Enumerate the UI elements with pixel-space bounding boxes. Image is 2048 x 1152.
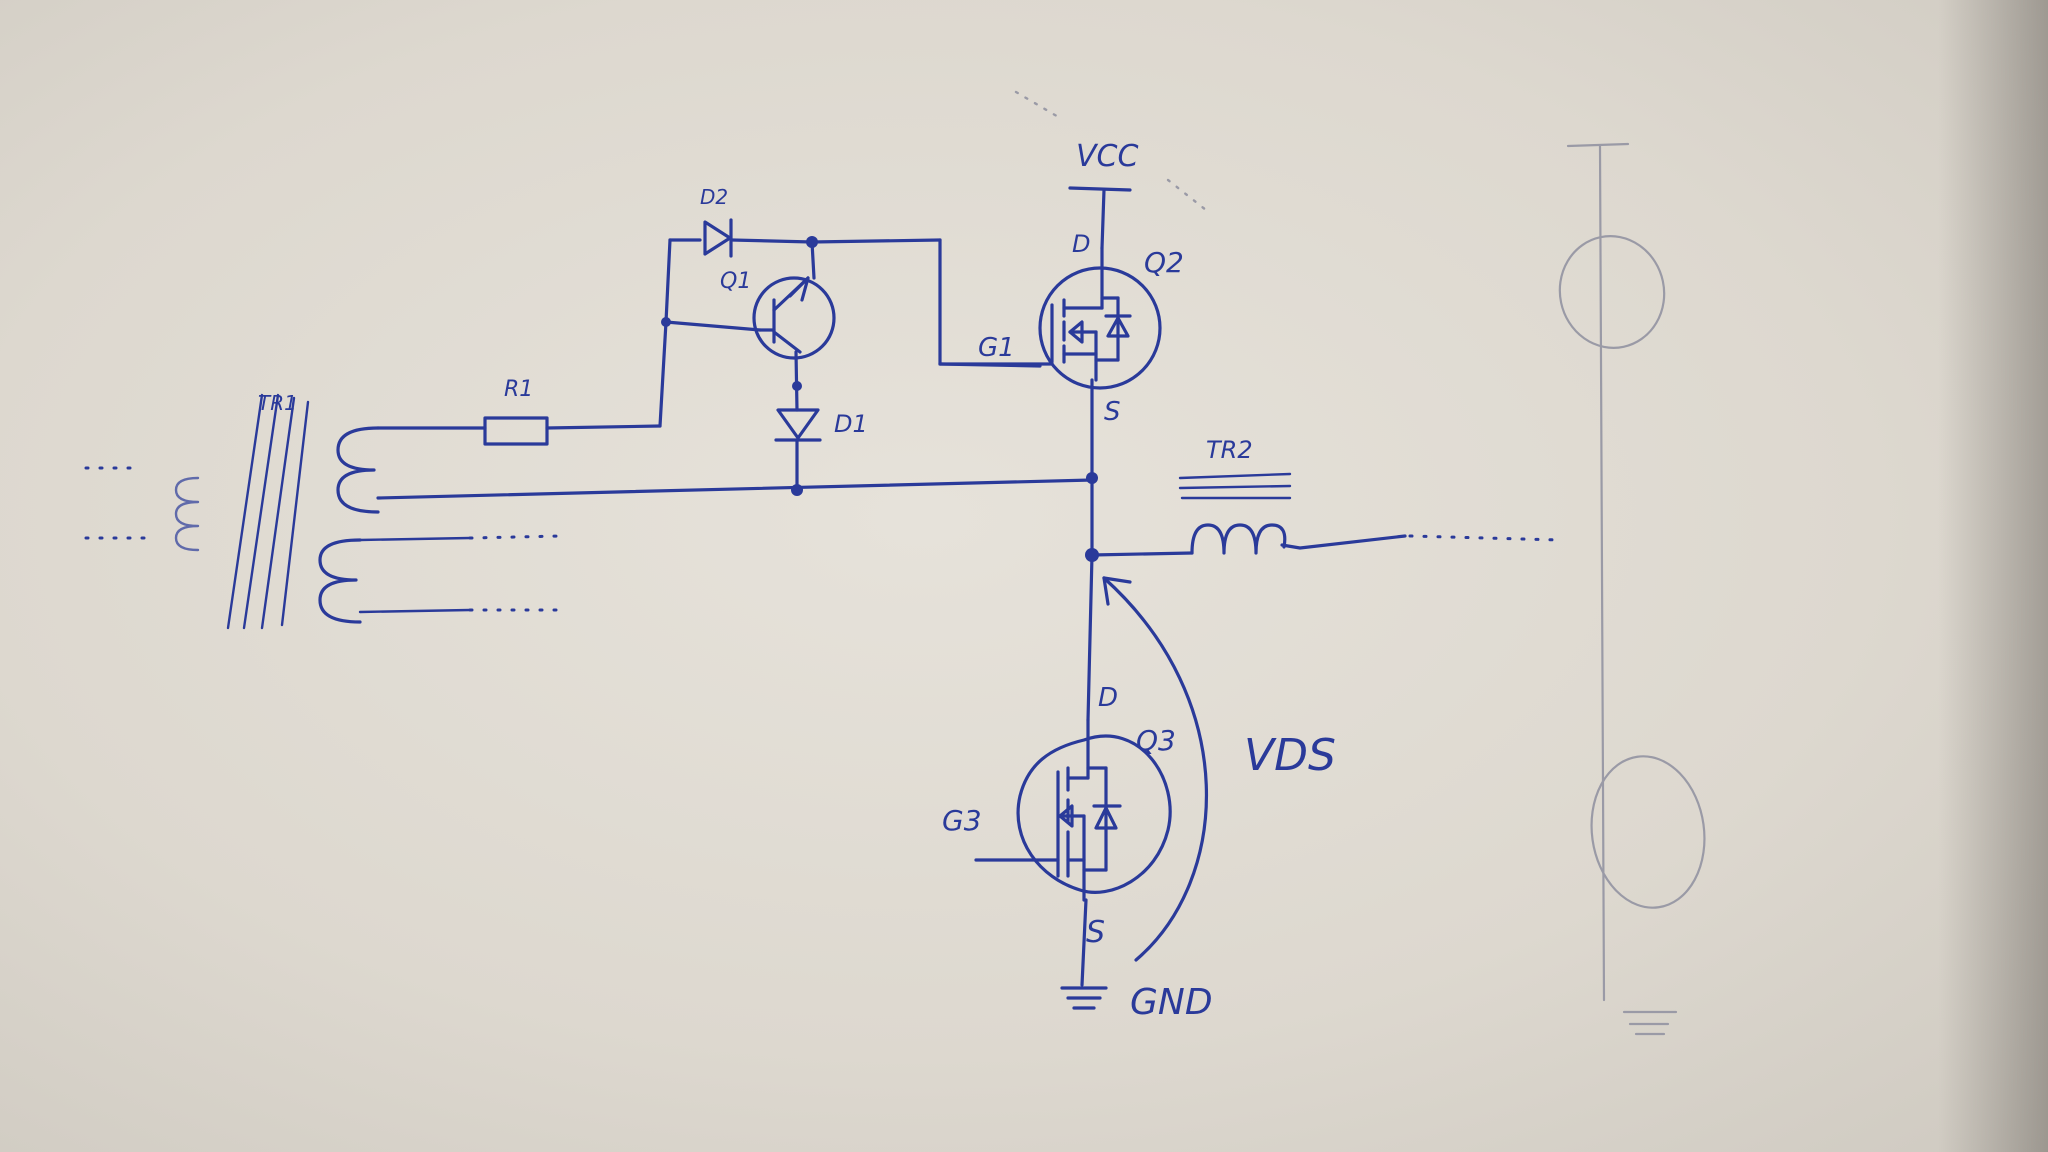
q3-source-label: S [1086, 915, 1105, 950]
vcc-label: VCC [1076, 139, 1138, 174]
gnd-symbol [1060, 986, 1108, 1010]
vds-arrow [1102, 576, 1209, 962]
d2-label: D2 [700, 185, 728, 209]
tr2-label: TR2 [1206, 436, 1253, 464]
q3-label: Q3 [1136, 724, 1176, 757]
transformer-tr1 [174, 393, 380, 630]
paper-shadow [1938, 0, 2048, 1152]
r1-label: R1 [504, 377, 533, 402]
diode-d1 [774, 408, 822, 442]
wires [376, 188, 1407, 987]
gnd-label: GND [1130, 982, 1213, 1023]
mosfet-q2 [938, 246, 1162, 390]
vcc-rail [1068, 186, 1132, 192]
q3-drain-label: D [1098, 683, 1118, 713]
vds-label: VDS [1244, 730, 1336, 781]
diode-d2 [703, 218, 733, 258]
mosfet-q3 [974, 718, 1172, 902]
junction-dots [661, 236, 1099, 562]
g3-label: G3 [942, 804, 982, 837]
transistor-q1 [752, 276, 836, 360]
pencil-sketch [1014, 90, 1706, 1036]
g1-label: G1 [978, 333, 1015, 363]
d1-label: D1 [834, 410, 868, 438]
q2-label: Q2 [1144, 246, 1184, 279]
tr1-label: TR1 [258, 391, 297, 415]
q1-label: Q1 [720, 269, 751, 294]
q2-drain-label: D [1072, 230, 1090, 258]
resistor-r1 [483, 416, 549, 446]
q2-source-label: S [1104, 397, 1121, 427]
inductor-tr2 [1178, 472, 1292, 555]
